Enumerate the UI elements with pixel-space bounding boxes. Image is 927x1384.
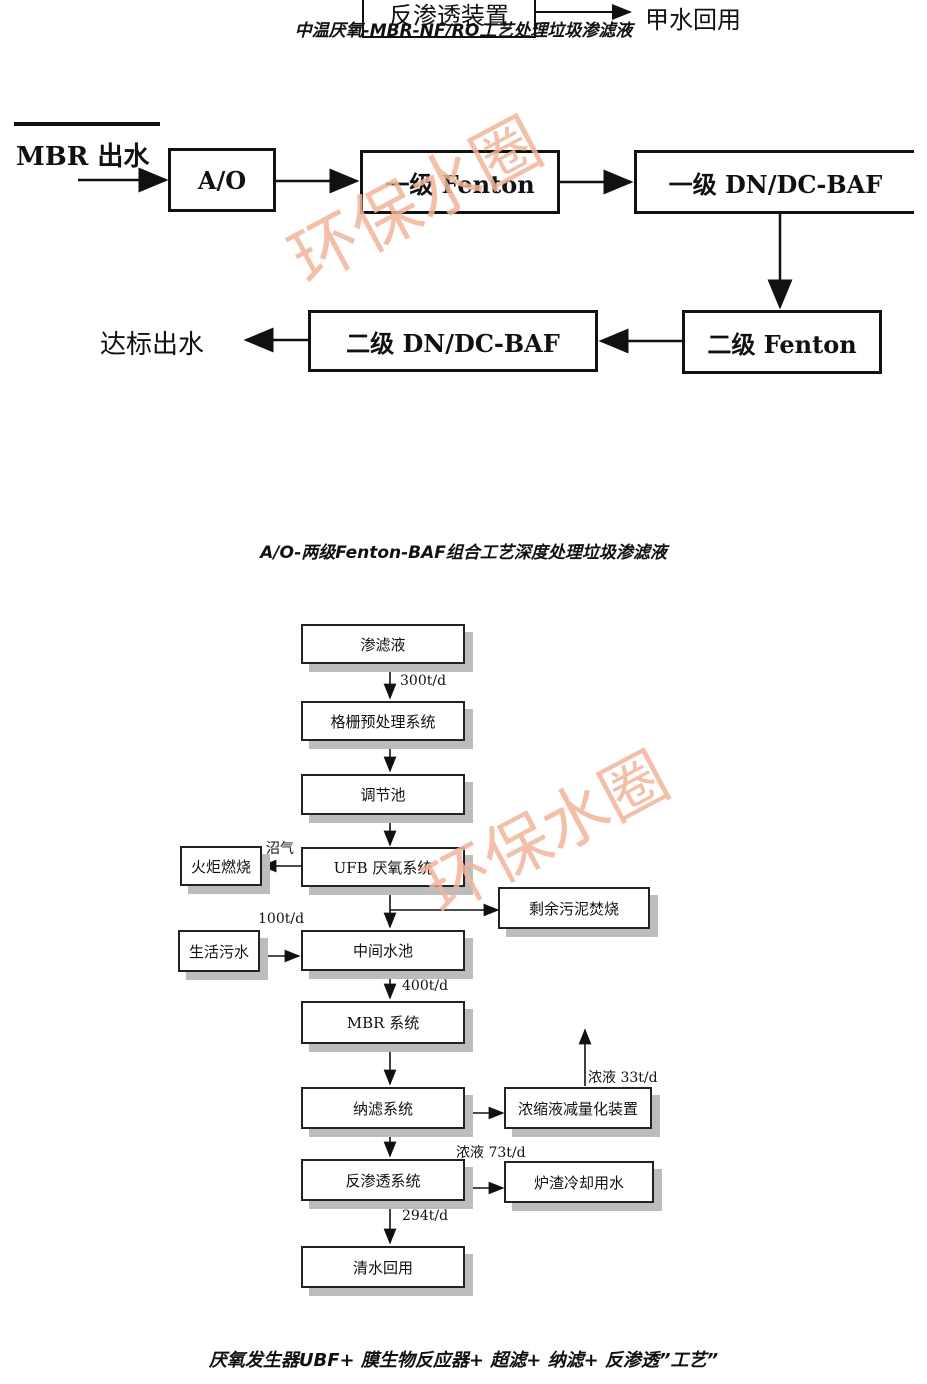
flare-label: 火炬燃烧	[190, 857, 251, 876]
domestic-box: 生活污水	[178, 930, 260, 972]
equalization-label: 调节池	[360, 786, 406, 804]
reduction-box: 浓缩液减量化装置	[504, 1087, 652, 1129]
leachate-box: 渗滤液	[301, 624, 465, 664]
baf1-label: 一级 DN/DC-BAF	[668, 169, 883, 199]
conc-33-label: 浓液 33t/d	[588, 1070, 658, 1086]
slag-label: 炉渣冷却用水	[533, 1173, 624, 1192]
screen-box: 格栅预处理系统	[301, 701, 465, 741]
ufb-box: UFB 厌氧系统	[301, 847, 465, 887]
leachate-label: 渗滤液	[360, 635, 406, 654]
effluent-label: 达标出水	[100, 330, 205, 360]
ro-device-box-fragment: 反渗透装置	[362, 0, 536, 38]
mbr-effluent-label: MBR 出水	[16, 142, 150, 172]
sludge-box: 剩余污泥焚烧	[498, 887, 650, 929]
slag-box: 炉渣冷却用水	[504, 1161, 654, 1203]
mid-tank-box: 中间水池	[301, 930, 465, 971]
flare-box: 火炬燃烧	[180, 846, 262, 886]
baf1-box: 一级 DN/DC-BAF	[634, 150, 914, 214]
screen-label: 格栅预处理系统	[330, 712, 436, 731]
fenton1-box: 一级 Fenton	[360, 150, 560, 214]
ufb-label: UFB 厌氧系统	[333, 858, 433, 877]
baf2-box: 二级 DN/DC-BAF	[308, 310, 598, 372]
caption-mbr-nf-ro: 中温厌氧-MBR-NF/RO工艺处理垃圾渗滤液	[294, 21, 633, 41]
mbr-label: MBR 系统	[346, 1014, 420, 1032]
biogas-label: 沼气	[266, 841, 294, 857]
conc-73-label: 浓液 73t/d	[456, 1145, 526, 1161]
caption-ao-fenton-baf: A/O-两级Fenton-BAF组合工艺深度处理垃圾渗滤液	[260, 543, 667, 563]
flow-300-label: 300t/d	[400, 673, 447, 689]
ro-device-label: 反渗透装置	[389, 1, 509, 30]
nf-box: 纳滤系统	[301, 1087, 465, 1129]
ro-label: 反渗透系统	[345, 1171, 421, 1190]
sludge-label: 剩余污泥焚烧	[528, 899, 619, 918]
flow-100-label: 100t/d	[258, 911, 305, 927]
ao-box: A/O	[168, 148, 276, 212]
nf-label: 纳滤系统	[352, 1099, 413, 1118]
flow-294-label: 294t/d	[402, 1208, 449, 1224]
mid-tank-label: 中间水池	[352, 942, 413, 960]
fenton2-label: 二级 Fenton	[707, 329, 857, 359]
reuse-box: 清水回用	[301, 1246, 465, 1288]
mbr-box: MBR 系统	[301, 1001, 465, 1044]
caption-ubf-process: 厌氧发生器UBF+ 膜生物反应器+ 超滤+ 纳滤+ 反渗透”工艺”	[208, 1350, 719, 1371]
reduction-label: 浓缩液减量化装置	[517, 1099, 638, 1118]
ro-box: 反渗透系统	[301, 1159, 465, 1201]
flow-400-label: 400t/d	[402, 978, 449, 994]
equalization-box: 调节池	[301, 774, 465, 815]
baf2-label: 二级 DN/DC-BAF	[346, 328, 560, 358]
fenton2-box: 二级 Fenton	[682, 310, 882, 374]
water-reuse-label: 甲水回用	[645, 6, 741, 34]
reuse-label: 清水回用	[352, 1258, 413, 1277]
ao-label: A/O	[197, 165, 247, 195]
fenton1-label: 一级 Fenton	[385, 169, 535, 199]
domestic-label: 生活污水	[188, 942, 249, 961]
